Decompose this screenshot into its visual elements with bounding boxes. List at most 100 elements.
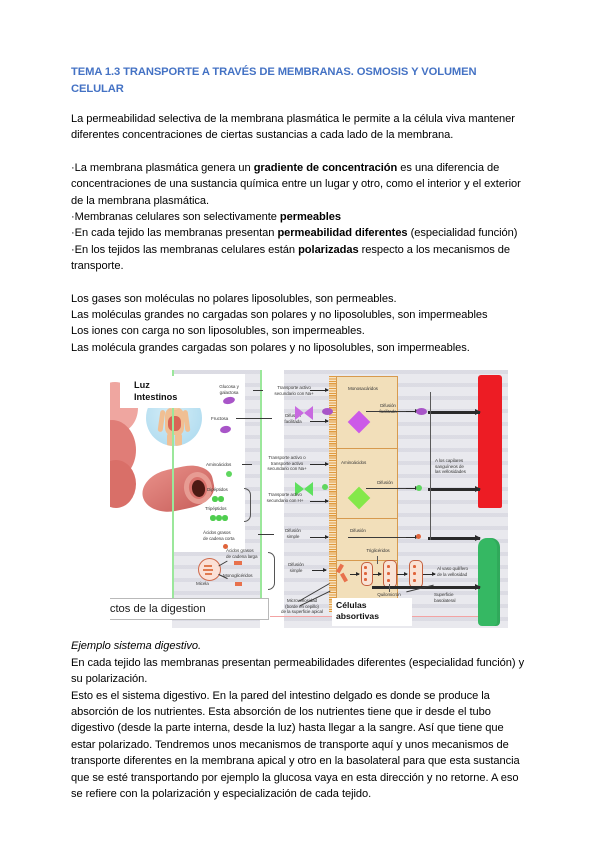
leader-line-amino <box>242 464 252 466</box>
paragraph-moleculas-cargadas: Las molécula grandes cargadas son polare… <box>71 341 470 354</box>
organ-shape-lower <box>110 460 136 509</box>
molecule-short-fatty-acid <box>223 544 228 550</box>
carrier-amino-half-right <box>304 482 313 497</box>
paragraph-bullet-1: ·La membrana plasmática genera un gradie… <box>71 160 529 209</box>
blood-capillary <box>478 375 502 509</box>
bullet-1-part-a: ·La membrana plasmática genera un <box>71 161 254 174</box>
molecule-long-fatty-acid <box>234 561 242 566</box>
paragraph-gases: Los gases son moléculas no polares lipos… <box>71 292 397 305</box>
lipid-dot-c <box>364 578 367 581</box>
overlay-box-luz-intestinos: Luz Intestinos <box>120 376 210 409</box>
chylomicron-dot-b <box>387 572 390 575</box>
label-aminoacidos-cell: Aminoácidos <box>341 460 367 466</box>
bullet-4-bold: polarizadas <box>298 243 359 256</box>
bracket-capillary-vertical <box>430 392 431 541</box>
label-dipeptidos: Dipéptidos <box>207 487 228 493</box>
label-quilomicron: Quilomicrón <box>377 592 401 598</box>
chylomicron-in-cell <box>383 560 397 589</box>
figure-caption-italic: Ejemplo sistema digestivo. <box>71 640 202 653</box>
molecule-tripeptide-2 <box>216 515 222 521</box>
molecule-dipeptide-1 <box>212 496 218 502</box>
label-difusion-amino: Difusión <box>377 480 393 486</box>
label-difusion-facilitada-cell: Difusión facilitada <box>379 403 396 414</box>
arrow-lipid-to-capillary <box>428 534 481 542</box>
arrow-transport-5 <box>310 535 329 540</box>
carrier-half-left <box>295 406 304 421</box>
chylomicron-dot-a <box>387 565 390 568</box>
label-acidos-grasos-corta: Ácidos grasos de cadena corta <box>203 530 235 541</box>
label-monogliceridos: Monoglicéridos <box>223 573 253 579</box>
secreted-dot-b <box>413 572 416 575</box>
molecule-dipeptide-2 <box>218 496 224 502</box>
bullet-3-part-c: (especialidad función) <box>407 227 518 240</box>
leader-line-amino-cell <box>366 488 410 490</box>
lipid-dot-a <box>364 566 367 569</box>
arrow-monosac-to-capillary <box>428 408 481 416</box>
overlay-label-celulas-absortivas: Células absortivas <box>336 600 379 622</box>
cell-divider-3 <box>336 560 398 562</box>
digestive-absorption-diagram: Glucosa y galactosa Transporte activo se… <box>110 370 508 629</box>
body-leg-right <box>175 433 182 447</box>
bullet-2-bold: permeables <box>279 211 342 224</box>
molecule-amino-acid-outside <box>416 485 422 492</box>
label-monosacaridos: Monosacáridos <box>348 386 378 392</box>
bullet-3-bold: permeabilidad diferentes <box>277 227 408 240</box>
leader-line-monosac <box>366 411 410 413</box>
molecule-monosaccharide-apical <box>322 408 333 416</box>
label-difusion-facilitada-lumen: Difusión facilitada <box>284 413 302 424</box>
label-fructosa: Fructosa <box>211 416 229 422</box>
chylomicron-secreted <box>409 560 423 589</box>
bullet-1-bold: gradiente de concentración <box>253 161 398 174</box>
chylomicron-dot-c <box>387 579 390 582</box>
label-tripeptidos: Tripéptidos <box>205 506 227 512</box>
paragraph-moleculas-grandes: Las moléculas grandes no cargadas son po… <box>71 309 488 322</box>
brush-border-microvilli <box>329 376 337 613</box>
molecule-monoglyceride <box>235 582 242 587</box>
leader-line-quilomicron <box>389 584 390 593</box>
micelle-lipid-3 <box>205 573 212 575</box>
brace-peptides <box>244 488 251 523</box>
cell-divider-1 <box>336 448 398 450</box>
leader-line-fructosa <box>236 418 272 420</box>
arrow-transport-1 <box>310 388 329 393</box>
leader-line-triglycerides <box>377 556 378 565</box>
overlay-frame-line-left <box>172 370 174 605</box>
overlay-box-celulas-absortivas: Células absortivas <box>332 598 412 627</box>
carrier-amino-half-left <box>295 482 304 497</box>
lymph-lacteal-vessel <box>478 538 500 627</box>
bullet-2-part-a: ·Membranas celulares son selectivamente <box>71 211 280 224</box>
body-digestive-tract <box>168 416 181 432</box>
label-difusion-cell-lipid: Difusión <box>350 528 366 534</box>
molecule-fatty-acid-outside <box>416 534 421 540</box>
overlay-box-productos-digestion: Productos de la digestion <box>110 598 269 621</box>
molecule-tripeptide-1 <box>210 515 216 521</box>
arrow-transport-2 <box>310 419 329 424</box>
label-trigliceridos: Triglicéridos <box>366 548 390 554</box>
paragraph-iones: Los iones con carga no son liposolubles,… <box>71 325 365 338</box>
lipid-droplet-forming <box>361 562 373 587</box>
secreted-dot-c <box>413 579 416 582</box>
label-aminoacidos-lumen: Aminoácidos <box>206 462 232 468</box>
label-difusion-simple-2: Difusión simple <box>288 562 304 573</box>
spacer <box>71 628 529 638</box>
overlay-label-luz-intestinos: Luz Intestinos <box>134 380 178 402</box>
overlay-label-productos-digestion: Productos de la digestion <box>110 603 206 616</box>
arrow-transport-6 <box>312 568 327 573</box>
arrow-lipid-assembly-2 <box>373 572 382 577</box>
label-acidos-grasos-larga: Ácidos grasos de cadena larga <box>226 548 258 559</box>
spacer <box>71 275 529 291</box>
micelle-lipid-2 <box>203 569 213 571</box>
leader-line-fatty-short <box>258 534 274 536</box>
leader-line-lipid-cell <box>348 537 410 539</box>
arrow-amino-to-capillary <box>428 485 481 493</box>
arrow-to-lacteal-small <box>423 572 436 577</box>
figure-caption: Ejemplo sistema digestivo. <box>71 638 529 654</box>
paragraph-after-1: En cada tejido las membranas presentan p… <box>71 656 525 686</box>
paragraph-intro: La permeabilidad selectiva de la membran… <box>71 113 515 142</box>
micelle-lipid-1 <box>204 565 212 567</box>
label-superficie-basolateral: Superficie basolateral <box>434 592 456 603</box>
bullet-4-part-c: respecto a los mecanismos de transporte. <box>71 243 511 273</box>
overlay-frame-line-mid <box>260 370 262 601</box>
label-glucosa-galactosa: Glucosa y galactosa <box>219 384 239 395</box>
